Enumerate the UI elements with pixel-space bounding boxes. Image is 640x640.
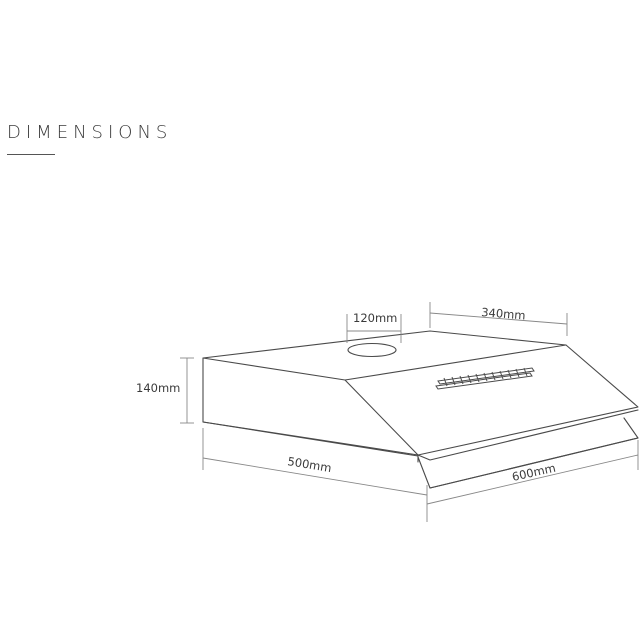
outlet-to-rear-label: 340mm xyxy=(481,305,526,323)
hood-front-face xyxy=(344,344,639,456)
vent-grille xyxy=(435,367,535,390)
hood-left-side xyxy=(202,357,419,456)
hood-tray-bottom xyxy=(429,437,639,489)
depth-line xyxy=(202,457,428,496)
duct-outlet-circle xyxy=(347,342,397,358)
hood-outline xyxy=(202,330,639,489)
width-dimension-label: 600mm xyxy=(511,461,557,484)
hood-left-side-bottom xyxy=(202,421,419,457)
depth-dimension-label: 500mm xyxy=(287,454,333,475)
hood-front-bottom-edge xyxy=(417,409,639,461)
page-heading: DIMENSIONS xyxy=(7,122,173,143)
width-line xyxy=(426,454,639,505)
outlet-to-rear-line xyxy=(429,312,568,325)
height-dimension-label: 140mm xyxy=(136,381,180,395)
duct-diameter-label: 120mm xyxy=(353,311,397,325)
heading-underline xyxy=(7,154,55,155)
dimension-lines xyxy=(180,302,639,522)
